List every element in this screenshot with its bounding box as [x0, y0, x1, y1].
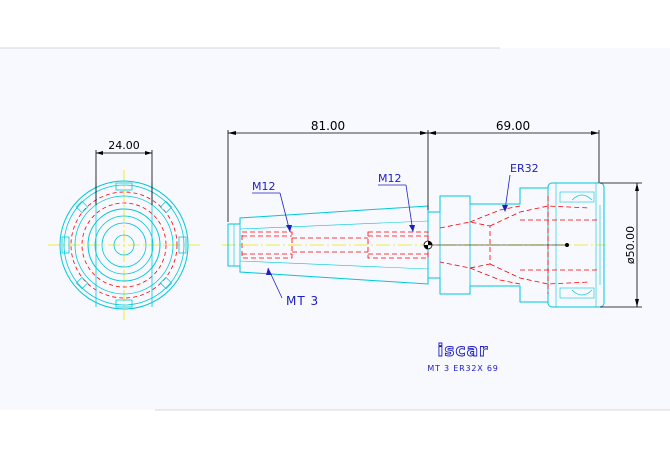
dim-front-width-text: 24.00: [108, 139, 140, 152]
dim-head-length-text: 69.00: [496, 119, 530, 133]
logo-text: iscar: [438, 341, 489, 361]
drawing-sheet: [0, 48, 670, 410]
part-number: MT 3 ER32X 69: [427, 364, 498, 373]
dim-diameter-text: ø50.00: [624, 226, 637, 264]
dim-head-length: 69.00: [428, 119, 600, 183]
label-thread-left: M12: [252, 180, 276, 193]
annotation-thread-left: M12: [252, 180, 292, 233]
label-taper: MT 3: [286, 294, 319, 308]
dim-shank-length-text: 81.00: [311, 119, 345, 133]
annotation-thread-center: M12: [378, 172, 415, 233]
label-thread-center: M12: [378, 172, 402, 185]
annotation-collet: ER32: [502, 162, 539, 212]
dim-front-width: 24.00: [95, 139, 153, 205]
dim-diameter: ø50.00: [600, 182, 642, 308]
label-collet: ER32: [510, 162, 539, 175]
manufacturer-logo: iscar: [437, 341, 489, 362]
front-view: [48, 170, 200, 320]
taper-shank: [227, 205, 429, 285]
side-view: [222, 182, 606, 308]
annotation-taper: MT 3: [266, 267, 319, 308]
dim-shank-length: 81.00: [227, 119, 429, 222]
